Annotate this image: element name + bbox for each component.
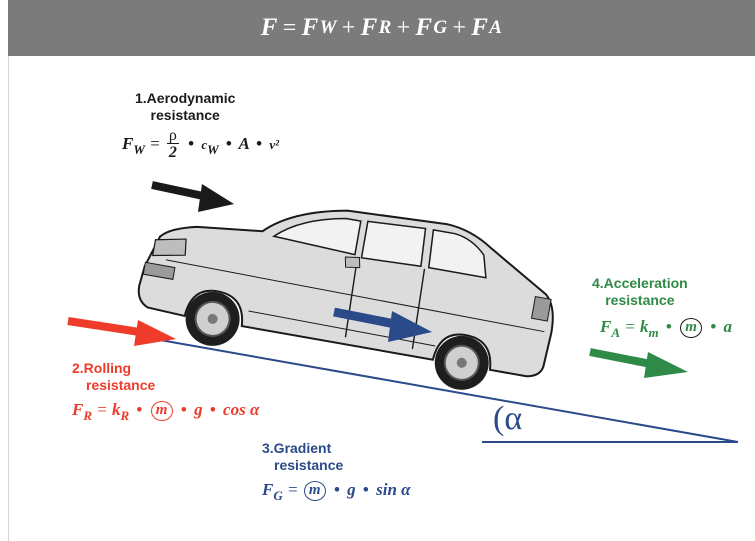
acceleration-force-symbol: F <box>600 317 612 336</box>
equals-sign: = <box>282 14 297 41</box>
dot-6: • <box>209 400 216 419</box>
dot-3: • <box>256 133 263 153</box>
acceleration-equals: = <box>624 317 636 336</box>
header-term-fa: F <box>471 14 489 41</box>
mass-circle-rolling: m <box>150 401 173 422</box>
header-term-fr: F <box>360 14 378 41</box>
acceleration-formula: FA = km • m • a <box>600 317 732 341</box>
gradient-label-line2: resistance <box>274 457 344 473</box>
gradient-force-sub: G <box>273 488 283 503</box>
gravity-rolling: g <box>194 400 203 419</box>
two-denominator: 2 <box>168 144 177 161</box>
drag-coefficient: c <box>201 136 208 152</box>
dot-4: • <box>136 400 143 419</box>
gradient-equals: = <box>286 480 299 499</box>
mass-factor: k <box>640 317 649 336</box>
car-illustration <box>137 209 554 390</box>
dot-5: • <box>180 400 187 419</box>
cos-alpha: cos α <box>223 400 260 419</box>
rolling-force-sub: R <box>83 408 93 423</box>
incline-angle-label: (α <box>493 400 523 437</box>
dot-7: • <box>333 480 340 499</box>
aerodynamic-formula: FW = ρ 2 • cW • A • v² <box>122 128 279 162</box>
side-mirror <box>344 256 361 269</box>
gradient-label-line1: 3.Gradient <box>262 440 332 456</box>
header-term-fa-sub: A <box>489 17 503 38</box>
header-term-fg-sub: G <box>433 17 448 38</box>
sill-line <box>248 310 436 347</box>
dot-10: • <box>710 317 717 336</box>
rear-window <box>272 217 362 256</box>
header-term-fw-sub: W <box>319 17 337 38</box>
aerodynamic-label-line1: 1.Aerodynamic <box>135 90 236 106</box>
aerodynamic-label-line2: resistance <box>150 107 220 123</box>
aero-equals: = <box>149 133 161 153</box>
total-force-symbol: F <box>260 14 278 41</box>
front-door-window <box>360 220 427 268</box>
mass-factor-sub: m <box>648 325 659 340</box>
acceleration-force-sub: A <box>611 325 621 340</box>
header-term-fg: F <box>415 14 433 41</box>
back-door-window <box>427 228 487 279</box>
body-crease <box>166 259 545 333</box>
plus-sign: + <box>396 14 411 41</box>
tail-light <box>530 296 552 322</box>
rolling-label-line1: 2.Rolling <box>72 360 132 376</box>
rolling-label-line2: resistance <box>86 377 156 393</box>
mass-circle-gradient: m <box>303 481 326 502</box>
incline-line <box>159 339 739 443</box>
sin-alpha: sin α <box>376 480 411 499</box>
rolling-equals: = <box>96 400 108 419</box>
acceleration-symbol: a <box>723 317 733 336</box>
aero-force-sub: W <box>133 141 145 157</box>
rolling-force-symbol: F <box>72 400 84 419</box>
acceleration-label: 4.Acceleration resistance <box>592 275 688 309</box>
gradient-formula: FG = m • g • sin α <box>262 480 411 504</box>
drag-coefficient-sub: W <box>207 141 219 157</box>
dot-2: • <box>225 133 232 153</box>
front-grille <box>142 261 176 280</box>
aerodynamic-label: 1.Aerodynamic resistance <box>135 90 235 124</box>
acceleration-arrow <box>589 348 688 378</box>
rolling-arrow <box>67 317 176 346</box>
acceleration-label-line1: 4.Acceleration <box>592 275 688 291</box>
aerodynamic-arrow <box>151 181 234 212</box>
dot-9: • <box>665 317 672 336</box>
plus-sign: + <box>341 14 356 41</box>
rolling-formula: FR = kR • m • g • cos α <box>72 400 259 424</box>
plus-sign: + <box>452 14 467 41</box>
gradient-label: 3.Gradient resistance <box>262 440 343 474</box>
page-frame <box>8 0 755 541</box>
headlight <box>151 238 187 257</box>
door-seam-front <box>344 257 359 338</box>
rho-symbol: ρ <box>166 127 179 144</box>
rolling-coefficient-sub: R <box>120 408 130 423</box>
rho-over-two: ρ 2 <box>166 127 179 162</box>
aero-force-symbol: F <box>122 133 134 153</box>
gradient-arrow <box>333 307 432 342</box>
gradient-force-symbol: F <box>262 480 274 499</box>
header-term-fr-sub: R <box>378 17 392 38</box>
gravity-gradient: g <box>347 480 356 499</box>
dot-1: • <box>188 133 195 153</box>
header-term-fw: F <box>301 14 319 41</box>
rolling-coefficient: k <box>112 400 121 419</box>
frontal-area: A <box>238 133 249 153</box>
dot-8: • <box>362 480 369 499</box>
rolling-label: 2.Rolling resistance <box>72 360 155 394</box>
front-wheel <box>185 291 240 346</box>
acceleration-label-line2: resistance <box>605 292 675 308</box>
velocity-squared: v² <box>269 136 280 152</box>
rear-wheel <box>434 335 489 390</box>
mass-circle-acceleration: m <box>680 318 703 339</box>
